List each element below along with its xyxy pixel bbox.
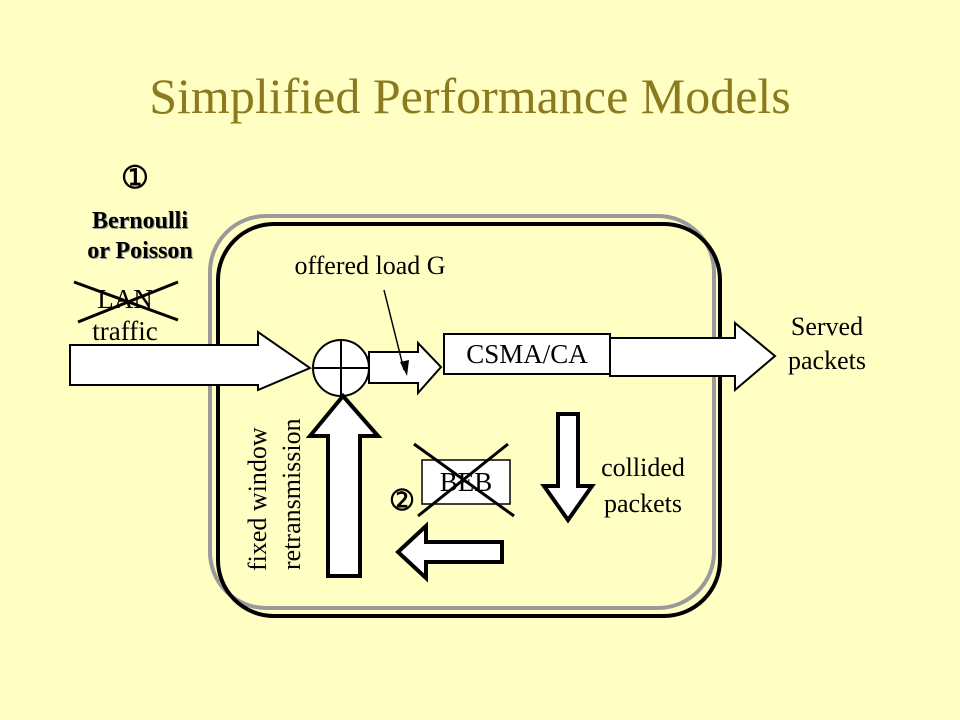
step-marker-1: ➀ [123,163,147,194]
page-title: Simplified Performance Models [149,68,791,124]
retransmission-left-arrow [395,521,504,583]
input-arrow [69,330,313,392]
served-packets-label: Served packets [788,312,866,375]
fixed-window-label: fixed window [243,427,272,571]
collided-down-arrow [540,412,596,524]
system-box [216,222,722,618]
csma-ca-block [443,333,611,375]
lan-cross-line-2 [77,280,179,324]
lan-traffic-label: LAN traffic [92,284,158,346]
output-arrow [609,320,777,393]
collided-packets-label: collided packets [601,453,685,518]
offered-load-label: offered load G [294,251,446,280]
step-marker-2: ➁ [391,486,413,515]
lan-cross-line-1 [73,280,179,322]
source-label: Bernoulli or Poisson [87,208,193,264]
retransmission-label: retransmission [277,418,306,570]
system-box-shadow [208,214,716,610]
beb-label: BEB [439,467,493,497]
offered-load-pointer [383,289,405,371]
csma-ca-label: CSMA/CA [466,339,588,369]
retransmission-up-arrow [305,392,383,578]
offered-load-pointer-head [400,360,409,376]
beb-cross-line-2 [417,442,509,518]
